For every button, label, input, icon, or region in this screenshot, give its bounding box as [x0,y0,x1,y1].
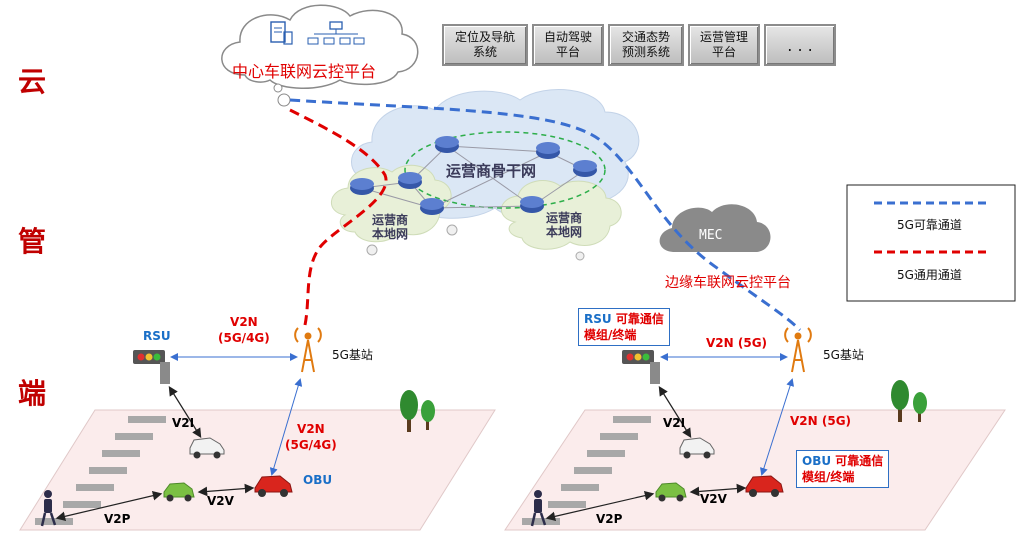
legend-general-label: 5G通用通道 [897,268,962,282]
service-line: 交通态势 [621,30,670,44]
center-platform-label: 中心车联网云控平台 [232,62,377,81]
right-v2v-label: V2V [700,492,727,506]
tier-label-pipe: 管 [18,225,47,258]
service-box-navigation: 定位及导航系统 [442,24,528,66]
rsu-text: 模组/终端 [584,328,637,342]
legend-reliable-label: 5G可靠通道 [897,218,962,232]
car-white-icon [189,437,225,459]
v2n-line: (5G/4G) [218,331,270,345]
service-line: 自动驾驶 [543,30,592,44]
server-icon [270,21,293,45]
right-v2v-link [689,483,747,497]
left-obu-label: OBU [303,473,333,487]
right-v2n-obu-link [760,378,794,476]
left-v2p-link [55,490,163,522]
service-line: 定位及导航 [454,30,515,44]
service-box-operations: 运营管理平台 [688,24,760,66]
mec-label: MEC [699,228,723,243]
v2n-line: (5G/4G) [285,438,337,452]
service-line: 平台 [555,45,580,59]
obu-text: 可靠通信 [835,454,884,468]
traffic-light-icon [133,350,170,384]
left-rsu-label: RSU [143,329,171,343]
left-v2p-label: V2P [104,512,131,526]
center-cloud-shape [221,4,419,107]
local-net-line: 本地网 [372,227,409,241]
right-v2n-obu-label: V2N (5G) [790,414,852,428]
tree-icon [400,390,435,432]
tier-label-edge: 端 [18,377,47,410]
rsu-key: RSU [584,312,612,326]
mec-cloud-shape [659,204,771,252]
service-box-more: . . . [764,24,836,66]
left-base-station-label: 5G基站 [332,348,373,362]
right-local-net-label: 运营商 本地网 [546,211,582,239]
traffic-light-icon [622,350,660,384]
car-red-obu-icon [254,475,293,497]
right-v2p-label: V2P [596,512,623,526]
local-net-line: 运营商 [372,213,409,227]
pedestrian-icon [530,490,547,527]
right-v2n-rsu-label: V2N (5G) [706,336,768,350]
left-local-net-label: 运营商 本地网 [372,213,408,241]
car-green-icon [163,482,195,502]
left-v2v-link [197,483,255,497]
left-v2n-rsu-label: V2N (5G/4G) [218,314,270,346]
service-line: 平台 [711,45,736,59]
tier-label-cloud: 云 [18,65,47,98]
pedestrian-icon [40,490,57,527]
car-white-icon [679,437,715,459]
tree-icon [891,380,927,422]
obu-text: 模组/终端 [802,470,855,484]
base-station-tower-icon [784,327,812,373]
obu-key: OBU [802,454,832,468]
router-icon [350,136,597,215]
right-v2i-link [658,385,692,439]
left-v2i-label: V2I [172,416,195,430]
right-v2i-label: V2I [663,416,686,430]
reliable-channel-path [289,98,802,332]
backbone-ring [404,131,606,209]
right-obu-box: OBU 可靠通信 模组/终端 [796,450,890,488]
right-base-station-label: 5G基站 [823,348,864,362]
left-v2n-obu-label: V2N (5G/4G) [285,421,337,453]
backbone-label: 运营商骨干网 [446,162,537,180]
rsu-text: 可靠通信 [615,312,664,326]
right-rsu-box: RSU 可靠通信 模组/终端 [578,308,670,346]
network-topology-icon [307,21,365,45]
car-green-icon [655,482,687,502]
right-v2p-link [545,490,655,522]
local-net-line: 运营商 [546,211,583,225]
base-station-tower-icon [294,327,322,373]
left-v2i-link [168,385,202,439]
edge-platform-label: 边缘车联网云控平台 [665,275,791,291]
service-box-traffic: 交通态势预测系统 [608,24,684,66]
local-net-line: 本地网 [546,225,583,239]
left-v2n-obu-link [269,378,303,476]
service-line: 运营管理 [699,30,748,44]
service-line: 预测系统 [621,45,670,59]
left-v2v-label: V2V [207,494,234,508]
v2n-line: V2N [297,422,325,436]
service-line: . . . [787,35,813,55]
service-box-autonomous: 自动驾驶平台 [532,24,604,66]
v2n-line: V2N [230,315,258,329]
service-line: 系统 [472,45,497,59]
